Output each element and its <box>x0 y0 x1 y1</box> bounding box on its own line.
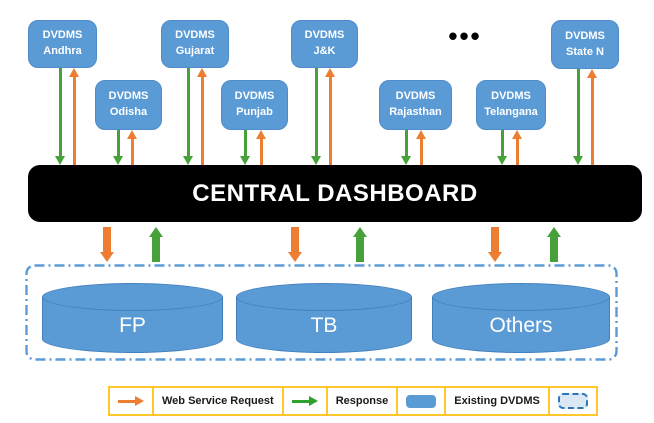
request-arrow-tb <box>288 227 302 262</box>
request-arrow-odisha <box>127 130 137 165</box>
central-dashboard-title: CENTRAL DASHBOARD <box>192 179 478 207</box>
request-arrow-icon <box>118 395 144 407</box>
legend-cell-existing-icon <box>396 388 444 414</box>
response-arrow-odisha <box>113 130 123 165</box>
request-arrow-fp <box>100 227 114 262</box>
state-box-label: DVDMS <box>42 29 83 42</box>
state-box-label: Telangana <box>484 106 538 118</box>
response-arrow-jk <box>311 68 321 165</box>
legend-cell-response-label: Response <box>325 388 397 414</box>
existing-dvdms-swatch-icon <box>406 394 437 408</box>
state-box-label: J&K <box>313 45 336 57</box>
dashed-box-swatch-icon <box>557 393 588 409</box>
request-arrow-rajasthan <box>416 130 426 165</box>
response-arrow-telangana <box>497 130 507 165</box>
state-box-gujarat: DVDMS Gujarat <box>161 20 229 68</box>
legend-label-request: Web Service Request <box>162 395 274 407</box>
state-box-rajasthan: DVDMS Rajasthan <box>379 80 452 130</box>
database-others: Others <box>432 283 610 353</box>
request-arrow-jk <box>325 68 335 165</box>
state-box-label: DVDMS <box>491 90 531 103</box>
state-box-label: Andhra <box>43 45 82 57</box>
legend-cell-request-icon <box>110 388 152 414</box>
request-arrow-others <box>488 227 502 262</box>
request-arrow-gujarat <box>197 68 207 165</box>
state-box-state-n: DVDMS State N <box>551 20 619 69</box>
response-arrow-andhra <box>55 68 65 165</box>
state-box-label: DVDMS <box>395 90 436 103</box>
legend-label-response: Response <box>335 395 389 407</box>
database-label: Others <box>489 314 553 337</box>
state-box-punjab: DVDMS Punjab <box>221 80 288 130</box>
central-dashboard-bar: CENTRAL DASHBOARD <box>28 165 642 222</box>
request-arrow-punjab <box>256 130 266 165</box>
database-fp: FP <box>42 283 223 353</box>
state-box-label: State N <box>566 45 604 58</box>
legend: Web Service Request Response Existing DV… <box>108 386 598 416</box>
legend-cell-response-icon <box>281 388 326 414</box>
legend-label-existing: Existing DVDMS <box>454 395 540 407</box>
legend-cell-request-label: Web Service Request <box>152 388 282 414</box>
state-box-label: DVDMS <box>565 29 605 42</box>
response-arrow-fp <box>149 227 163 262</box>
state-box-telangana: DVDMS Telangana <box>476 80 546 130</box>
more-states-ellipsis: ••• <box>448 21 482 51</box>
state-box-label: DVDMS <box>234 90 275 103</box>
response-arrow-state-n <box>573 69 583 165</box>
state-box-odisha: DVDMS Odisha <box>95 80 162 130</box>
state-box-jk: DVDMS J&K <box>291 20 358 68</box>
response-arrow-punjab <box>240 130 250 165</box>
response-arrow-icon <box>291 395 318 407</box>
cylinder-top <box>432 283 610 311</box>
request-arrow-state-n <box>587 69 597 165</box>
response-arrow-gujarat <box>183 68 193 165</box>
state-box-label: Gujarat <box>175 45 215 57</box>
database-tb: TB <box>236 283 412 353</box>
legend-cell-dashed-icon <box>547 388 596 414</box>
database-group-border <box>25 264 618 361</box>
response-arrow-tb <box>353 227 367 262</box>
state-box-andhra: DVDMS Andhra <box>28 20 97 68</box>
state-box-label: DVDMS <box>108 90 149 103</box>
state-box-label: DVDMS <box>304 29 345 42</box>
request-arrow-andhra <box>69 68 79 165</box>
response-arrow-others <box>547 227 561 262</box>
request-arrow-telangana <box>512 130 522 165</box>
state-box-label: Odisha <box>109 106 148 118</box>
state-box-label: Punjab <box>236 106 273 118</box>
cylinder-top <box>42 283 223 311</box>
legend-cell-existing-label: Existing DVDMS <box>444 388 548 414</box>
response-arrow-rajasthan <box>401 130 411 165</box>
state-box-label: Rajasthan <box>389 106 442 118</box>
database-label: TB <box>310 314 338 337</box>
state-box-label: DVDMS <box>175 29 215 42</box>
cylinder-top <box>236 283 412 311</box>
database-label: FP <box>119 314 146 337</box>
